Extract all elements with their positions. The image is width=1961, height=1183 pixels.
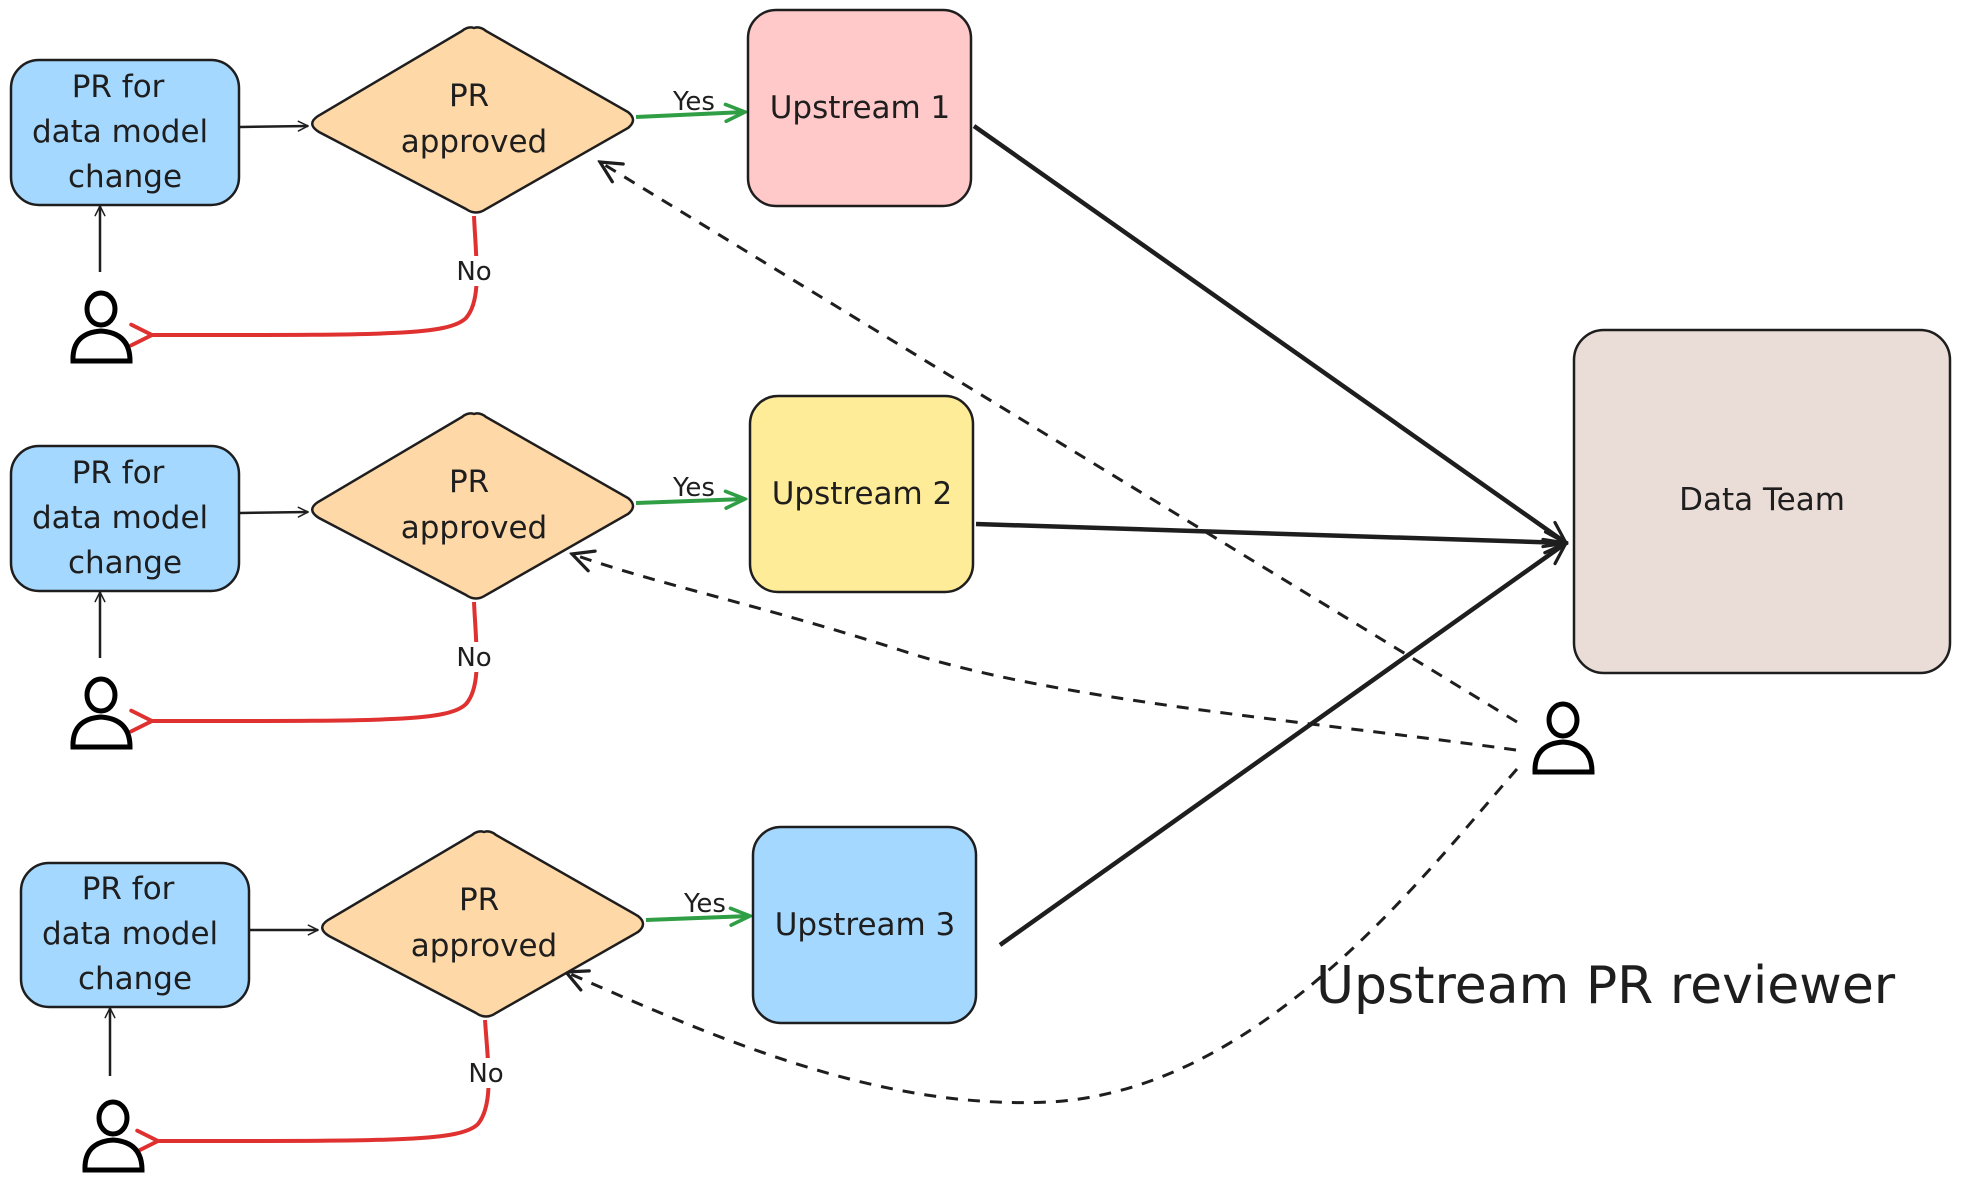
pr-box-3-label: PR for data model change [42,871,228,997]
edge-pr-to-decision-1 [239,126,308,127]
author-person-icon-2 [70,676,133,750]
edge-reviewer-to-decision-3 [566,768,1519,1105]
edge-no-3 [135,1019,491,1154]
pr-box-1[interactable] [9,58,241,207]
upstream-box-2-label: Upstream 2 [772,476,953,512]
upstream-box-1-label: Upstream 1 [770,90,951,126]
edge-upstream2-to-data-team [975,521,1566,543]
decision-diamond-1[interactable] [311,26,635,214]
edge-upstream1-to-data-team [972,124,1566,543]
edge-yes-2 [635,499,745,503]
pr-box-3[interactable] [19,861,251,1009]
edge-reviewer-to-decision-1 [600,162,1518,724]
data-team-box[interactable] [1572,328,1952,675]
row-3: PR for data model change PR approved Yes… [19,825,978,1173]
yes-label-2: Yes [672,473,715,503]
edge-no-2 [129,601,479,734]
row-1: PR for data model change PR approved Yes… [9,8,973,364]
pr-box-2-label: PR for data model change [32,455,218,581]
decision-3-label: PR approved [411,882,557,964]
edge-yes-3 [645,916,750,920]
decision-diamond-3[interactable] [321,830,645,1018]
no-label-3: No [468,1059,503,1089]
decision-1-label: PR approved [401,78,547,160]
reviewer-person-icon [1532,701,1595,775]
row-2: PR for data model change PR approved Yes… [9,394,975,750]
yes-label-3: Yes [683,889,726,919]
data-team-label: Data Team [1679,482,1845,518]
edge-yes-1 [635,112,745,117]
upstream-box-1[interactable] [746,8,973,208]
pr-box-2[interactable] [9,444,241,593]
yes-label-1: Yes [672,87,715,117]
decision-2-label: PR approved [401,464,547,546]
edge-upstream3-to-data-team [998,543,1566,947]
upstream-box-2[interactable] [748,394,975,594]
upstream-box-3[interactable] [751,825,978,1025]
upstream-box-3-label: Upstream 3 [775,907,956,943]
author-person-icon-3 [82,1099,145,1173]
edge-pr-to-decision-2 [239,512,308,513]
no-label-2: No [456,643,491,673]
edge-reviewer-to-decision-2 [572,554,1517,752]
reviewer-label: Upstream PR reviewer [1316,956,1896,1016]
pr-box-1-label: PR for data model change [32,69,218,195]
no-label-1: No [456,257,491,287]
decision-diamond-2[interactable] [311,412,635,600]
author-person-icon-1 [70,290,133,364]
edge-no-1 [129,215,479,348]
